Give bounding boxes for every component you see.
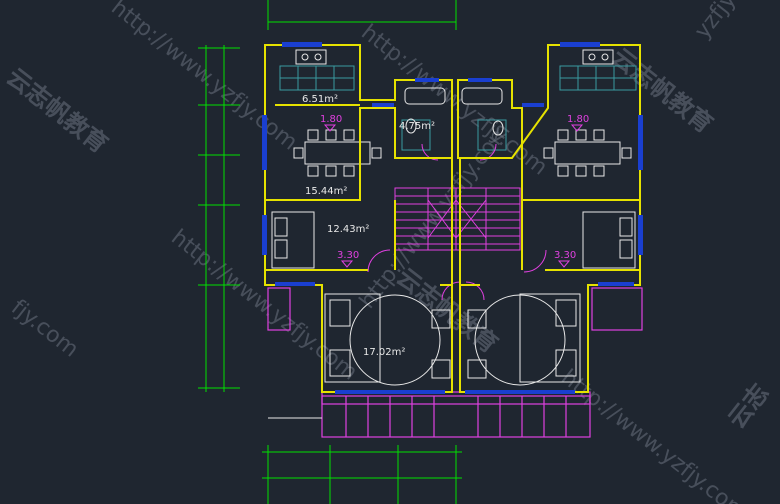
dimension-lines — [198, 0, 462, 504]
room-area-dining: 15.44m² — [305, 186, 347, 197]
room-area-bedroom-main: 17.02m² — [363, 347, 405, 358]
room-area-bath: 4.75m² — [399, 121, 435, 132]
room-area-kitchen: 6.51m² — [302, 94, 338, 105]
watermark-url-1: http://www.yzfjy.com — [106, 0, 302, 155]
watermark-url-5: http://www.yzfjy.com — [556, 365, 752, 504]
elevation-kitchen-left: 1.80 — [320, 114, 342, 125]
door-swings — [367, 143, 547, 301]
watermark-brand-2: 云志帆教育 — [606, 43, 718, 139]
balcony-railing — [267, 287, 643, 438]
watermark-tile-b: fjy.com — [6, 295, 83, 363]
watermark-tile-a: yzfjy — [690, 0, 741, 44]
elevation-bedroom-left: 3.30 — [337, 250, 359, 261]
bathroom-fixtures — [401, 87, 507, 151]
kitchen-fixtures-right — [559, 49, 637, 91]
windows — [262, 42, 643, 394]
watermark-brand-1: 云志帆教育 — [1, 63, 113, 159]
elevation-bedroom-right: 3.30 — [554, 250, 576, 261]
dining-set-left — [293, 129, 382, 177]
elevation-triangles — [323, 124, 584, 268]
dining-set-right — [543, 129, 632, 177]
elevation-kitchen-right: 1.80 — [567, 114, 589, 125]
watermark-tile-c: 云志 — [723, 379, 775, 434]
wall-outline — [264, 44, 641, 393]
room-area-bedroom-left: 12.43m² — [327, 224, 369, 235]
kitchen-fixtures-left — [279, 49, 355, 91]
bedroom-beds — [271, 211, 636, 386]
